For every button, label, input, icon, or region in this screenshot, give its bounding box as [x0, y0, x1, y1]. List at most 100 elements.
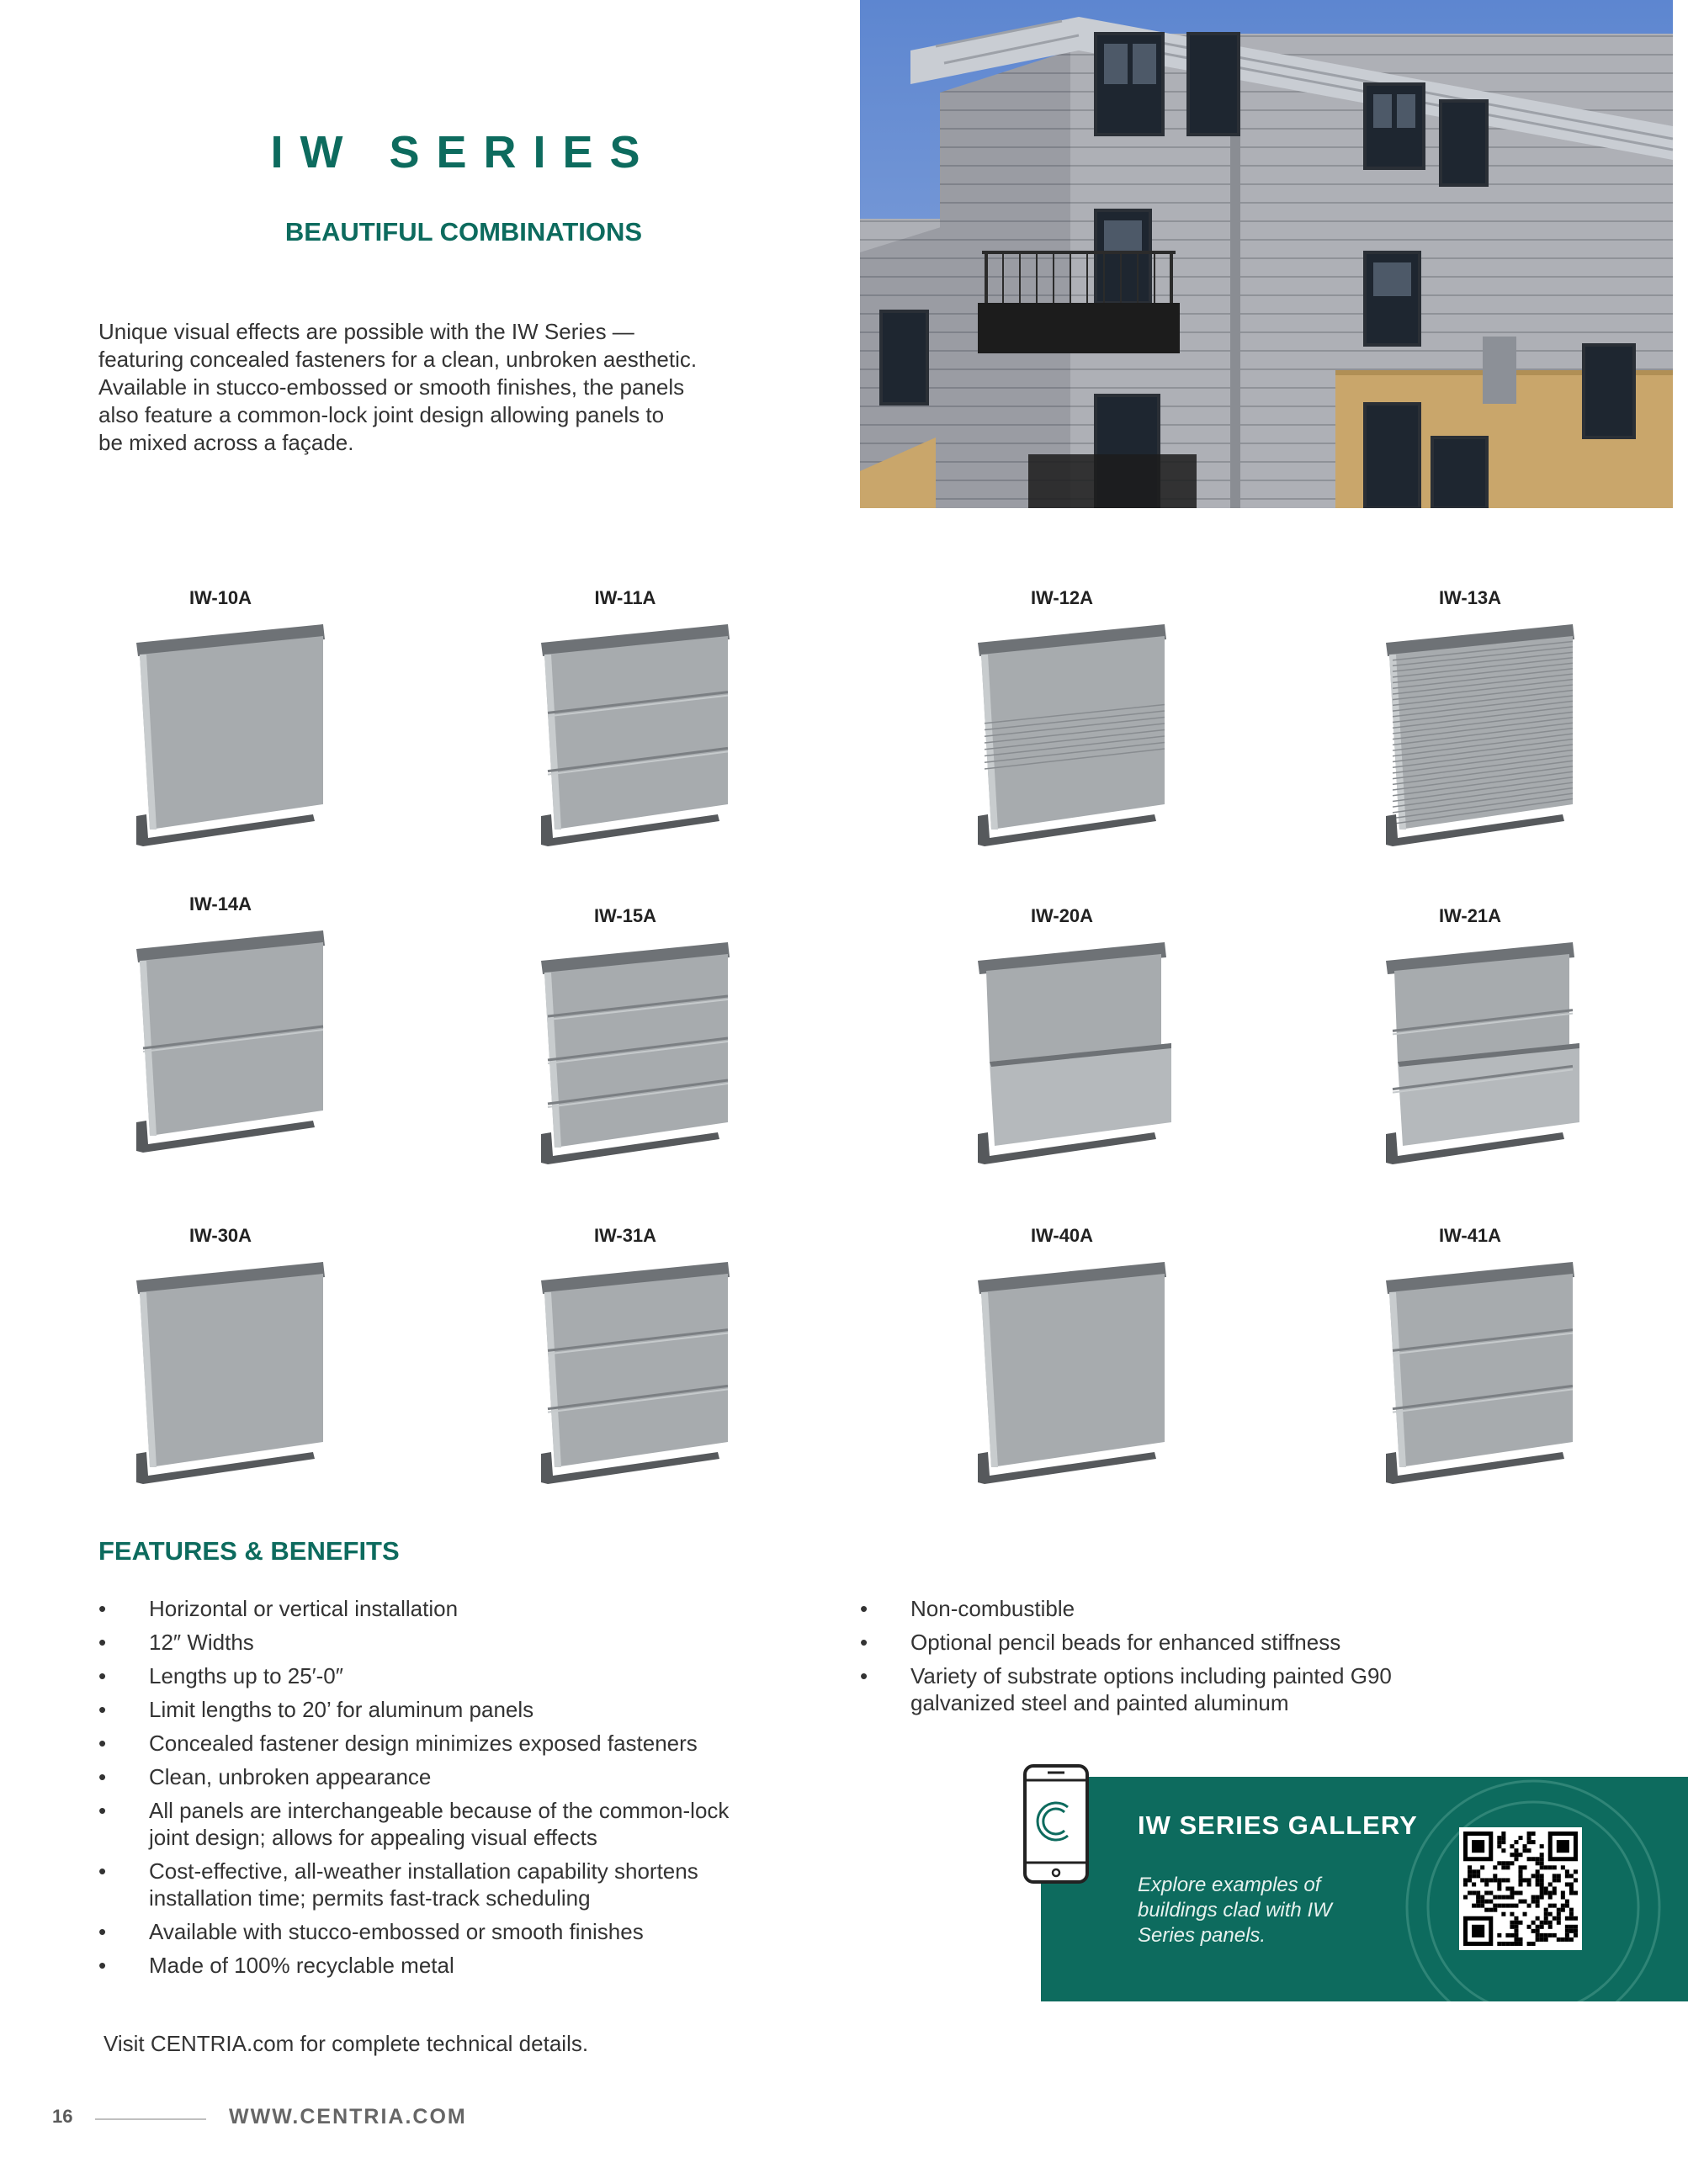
panel-rib	[984, 710, 1165, 731]
qr-module	[1480, 1878, 1485, 1883]
qr-module	[1547, 1890, 1553, 1895]
panel-rib	[1392, 1009, 1574, 1032]
qr-module	[1526, 1848, 1531, 1853]
qr-code[interactable]	[1459, 1827, 1582, 1950]
qr-module	[1552, 1916, 1557, 1921]
qr-module	[1573, 1869, 1578, 1874]
qr-module	[1522, 1899, 1527, 1904]
panel-rib	[984, 723, 1165, 744]
qr-module	[1493, 1865, 1498, 1870]
qr-module	[1535, 1899, 1540, 1904]
panel-bottom-hook	[136, 1452, 315, 1484]
qr-module	[1543, 1865, 1548, 1870]
page-title: IW SERIES	[270, 127, 657, 178]
panel-rib-highlight	[142, 1029, 324, 1052]
qr-module	[1489, 1878, 1494, 1883]
feature-item: 12″ Widths	[98, 1629, 856, 1656]
qr-module	[1468, 1865, 1473, 1870]
panel-rib	[547, 691, 729, 714]
panel-top-flange	[136, 624, 325, 656]
qr-module	[1564, 1903, 1569, 1908]
qr-module	[1539, 1844, 1544, 1849]
panel-iw-30a: IW-30A	[103, 1225, 456, 1536]
panel-image	[136, 1262, 325, 1484]
qr-module	[1522, 1878, 1527, 1883]
panel-top-flange	[541, 1262, 730, 1294]
qr-module	[1501, 1903, 1506, 1908]
panel-rib-highlight	[547, 1388, 729, 1413]
qr-module	[1510, 1924, 1515, 1929]
panel-rib	[547, 1036, 729, 1062]
qr-module	[1505, 1903, 1510, 1908]
panel-rib	[1392, 651, 1574, 672]
qr-module	[1564, 1882, 1569, 1887]
panel-face	[140, 1274, 323, 1467]
panel-rib	[1392, 695, 1574, 718]
intro-line: Unique visual effects are possible with …	[98, 319, 634, 344]
qr-module	[1514, 1903, 1519, 1908]
qr-module	[1543, 1920, 1548, 1925]
intro-line: featuring concealed fasteners for a clea…	[98, 347, 698, 372]
features-title: FEATURES & BENEFITS	[98, 1536, 400, 1566]
qr-module	[1484, 1878, 1489, 1883]
qr-code-icon	[1463, 1831, 1578, 1946]
qr-module	[1535, 1861, 1540, 1866]
qr-module	[1526, 1836, 1531, 1841]
panel-edge	[544, 655, 561, 830]
qr-module	[1526, 1831, 1531, 1837]
panel-iw-14a: IW-14A	[103, 893, 456, 1205]
qr-module	[1573, 1916, 1578, 1921]
panel-rib	[1392, 711, 1574, 734]
qr-module	[1556, 1937, 1561, 1942]
panel-face	[1389, 1274, 1573, 1467]
panel-label: IW-11A	[594, 587, 656, 608]
qr-module	[1539, 1920, 1544, 1925]
panel-rib	[1392, 700, 1574, 724]
panel-label: IW-31A	[593, 1225, 657, 1246]
panel-rib	[1392, 722, 1574, 746]
panel-image	[978, 624, 1166, 846]
panel-top-flange	[978, 624, 1166, 656]
panel-image	[136, 930, 325, 1153]
qr-module	[1510, 1890, 1515, 1895]
panel-rib	[1392, 771, 1574, 797]
qr-module	[1535, 1874, 1540, 1879]
qr-module	[1547, 1895, 1553, 1900]
qr-module	[1497, 1886, 1502, 1891]
qr-module	[1531, 1831, 1536, 1837]
panel-label: IW-30A	[188, 1225, 252, 1246]
qr-module	[1539, 1882, 1544, 1887]
panel-label: IW-13A	[1438, 587, 1502, 608]
panel-label: IW-12A	[1030, 587, 1094, 608]
qr-module	[1556, 1874, 1561, 1879]
gallery-callout[interactable]: IW SERIES GALLERY Explore examples of bu…	[1041, 1777, 1688, 2001]
panel-rib-highlight	[1392, 1068, 1574, 1094]
footer-url-link[interactable]: WWW.CENTRIA.COM	[229, 2105, 467, 2128]
gallery-description: Explore examples of buildings clad with …	[1138, 1874, 1332, 1947]
qr-module	[1539, 1853, 1544, 1858]
panel-rib	[1392, 787, 1574, 814]
qr-module	[1510, 1886, 1515, 1891]
qr-module	[1501, 1865, 1506, 1870]
qr-finder-core	[1472, 1840, 1485, 1853]
qr-module	[1514, 1916, 1519, 1921]
qr-module	[1543, 1916, 1548, 1921]
panel-top-flange	[541, 624, 730, 656]
qr-module	[1497, 1844, 1502, 1849]
panel-rib	[1392, 792, 1574, 819]
panel-iw-21a: IW-21A	[1352, 905, 1688, 1217]
panel-rib	[1392, 689, 1574, 712]
qr-module	[1564, 1937, 1569, 1942]
qr-module	[1556, 1916, 1561, 1921]
panel-iw-13a: IW-13A	[1352, 587, 1688, 899]
qr-module	[1560, 1895, 1565, 1900]
qr-module	[1526, 1941, 1531, 1946]
feature-item: All panels are interchangeable because o…	[98, 1797, 856, 1851]
qr-module	[1505, 1886, 1510, 1891]
qr-module	[1564, 1924, 1569, 1929]
qr-module	[1501, 1836, 1506, 1841]
feature-item: Variety of substrate options including p…	[860, 1662, 1550, 1716]
feature-item: Cost-effective, all-weather installation…	[98, 1858, 856, 1911]
building-illustration	[860, 0, 1673, 508]
qr-module	[1476, 1890, 1481, 1895]
